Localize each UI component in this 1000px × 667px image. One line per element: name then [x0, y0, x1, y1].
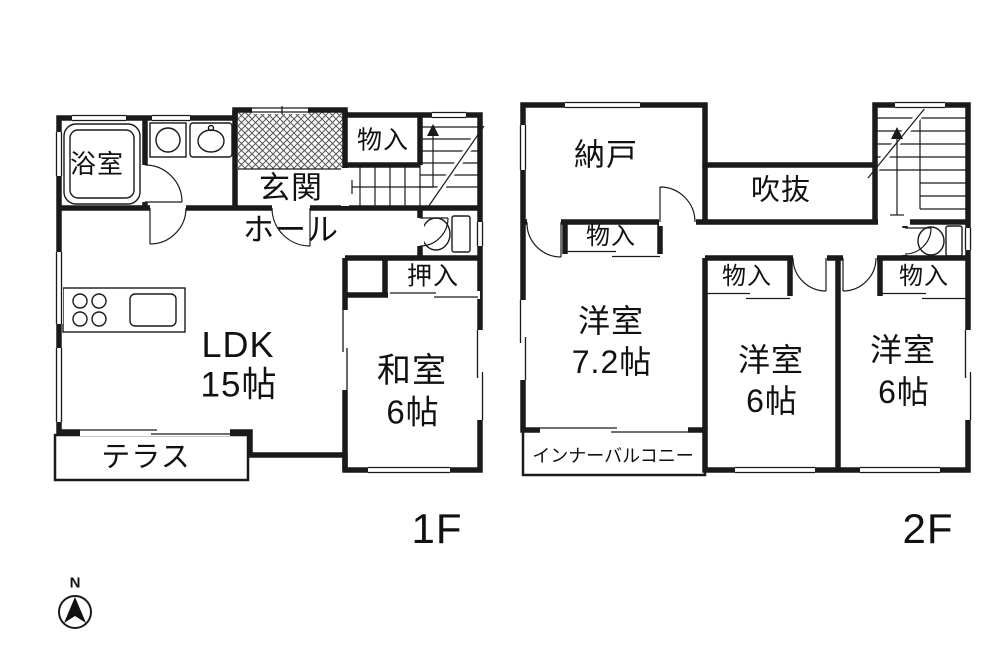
- room1-label-2: 7.2帖: [571, 344, 653, 380]
- kitchen-counter-icon: [62, 287, 186, 333]
- openings-1f: [55, 106, 484, 474]
- closet3-label: 物入: [899, 263, 949, 290]
- washitsu-label-2: 6帖: [386, 393, 440, 431]
- floor2-title: 2F: [902, 505, 954, 552]
- toilet-icon: [917, 225, 963, 257]
- sink-icon: [189, 122, 233, 158]
- entrance-hatch: [238, 112, 343, 169]
- room1-label-1: 洋室: [577, 303, 645, 339]
- ldk-label-2: 15帖: [200, 365, 278, 405]
- toilet-icon: [421, 215, 471, 253]
- washing-machine-icon: [149, 122, 187, 158]
- stairs-2f: [865, 99, 968, 216]
- north-label: N: [69, 574, 81, 592]
- entrance-label-1: 玄関: [259, 170, 323, 206]
- room2-label-2: 6帖: [746, 383, 798, 419]
- door-arcs-1f: [144, 164, 449, 247]
- fukinuke-label: 吹抜: [750, 174, 812, 207]
- oshiire-label: 押入: [406, 262, 460, 291]
- ldk-label-1: LDK: [201, 324, 275, 365]
- floor1-plan: [53, 106, 487, 482]
- terrace-label: テラス: [101, 441, 191, 474]
- room2-label-1: 洋室: [737, 342, 805, 378]
- washitsu-label-1: 和室: [377, 352, 447, 390]
- openings-2f: [519, 101, 972, 474]
- floor1-title: 1F: [411, 505, 463, 552]
- north-compass-icon: [58, 595, 92, 629]
- stairs-1f: [351, 124, 487, 212]
- bathtub-icon: [63, 123, 141, 205]
- room3-label-2: 6帖: [878, 374, 930, 410]
- room3-label-1: 洋室: [869, 332, 937, 368]
- floor2-plan: [519, 99, 972, 477]
- closet1-label: 物入: [586, 223, 636, 250]
- closet2-label: 物入: [722, 263, 772, 290]
- bath-label: 浴室: [69, 149, 125, 179]
- entrance-label-2: ホール: [243, 212, 339, 248]
- door-arcs-2f: [526, 186, 932, 292]
- inner-balcony-label: インナーバルコニー: [532, 446, 694, 466]
- nando-label: 納戸: [574, 137, 638, 173]
- storage-label-1f: 物入: [356, 126, 410, 155]
